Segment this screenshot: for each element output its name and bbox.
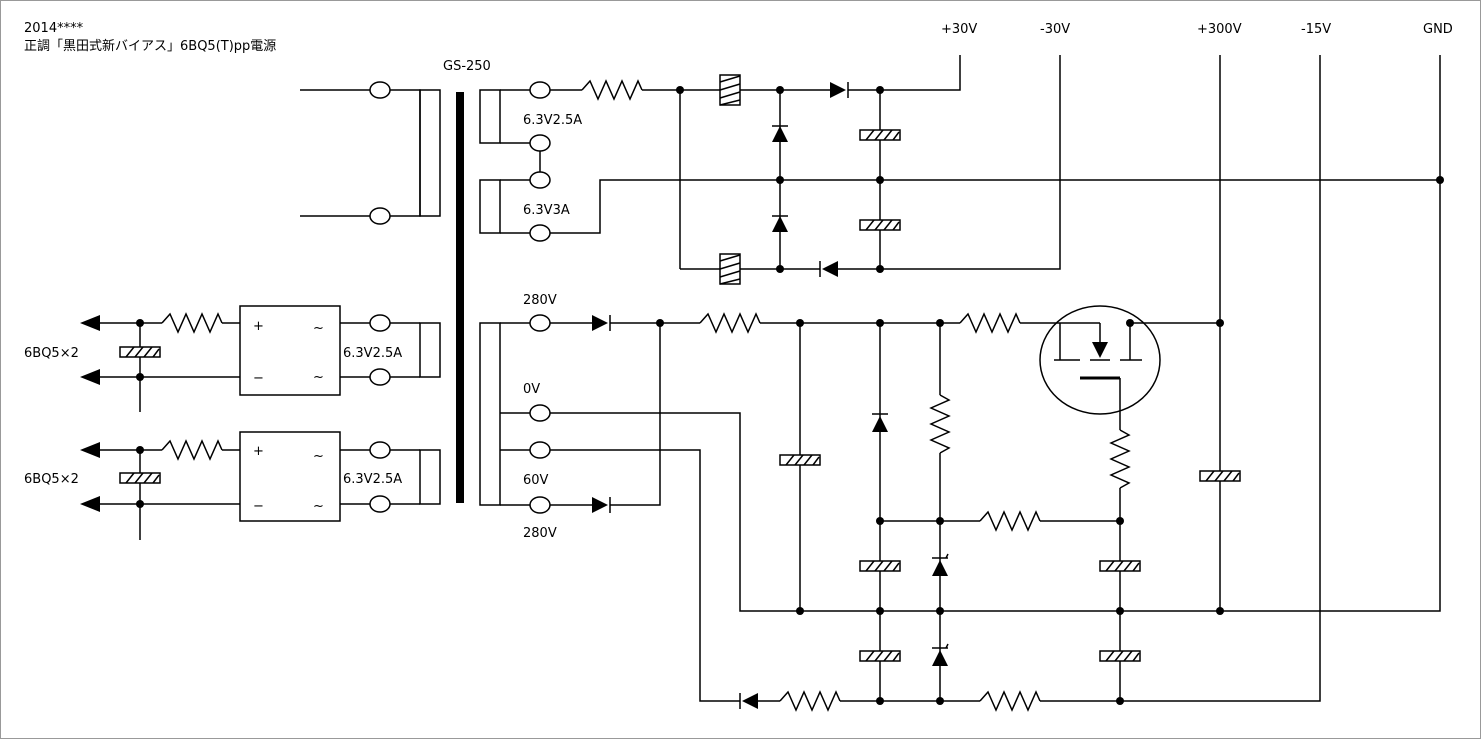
bridge-lower-minus: − bbox=[253, 499, 264, 514]
heater-supply-lower bbox=[80, 431, 441, 540]
winding-bias-label: 60V bbox=[523, 473, 549, 488]
pm30-supply bbox=[550, 74, 1444, 285]
date-label: 2014**** bbox=[24, 21, 84, 36]
winding-ct-label: 0V bbox=[523, 382, 540, 397]
rail-lines bbox=[880, 55, 1441, 702]
bridge-lower-ac1: ~ bbox=[313, 449, 324, 464]
winding-heater-b-label: 6.3V3A bbox=[523, 203, 570, 218]
rail-plus30-label: +30V bbox=[941, 22, 977, 37]
bridge-upper-minus: − bbox=[253, 371, 264, 386]
bridge-lower-ac2: ~ bbox=[313, 499, 324, 514]
winding-hv-top-label: 280V bbox=[523, 293, 557, 308]
load-lower-label: 6BQ5×2 bbox=[24, 472, 79, 487]
bridge-upper-plus: + bbox=[253, 319, 264, 334]
hv-winding bbox=[479, 314, 551, 514]
schematic-title: 正調「黒田式新バイアス」6BQ5(T)pp電源 bbox=[24, 38, 276, 54]
winding-hv-bottom-label: 280V bbox=[523, 526, 557, 541]
winding-heater-a-label: 6.3V2.5A bbox=[523, 113, 582, 128]
rail-minus30-label: -30V bbox=[1040, 22, 1070, 37]
bridge-upper-ac2: ~ bbox=[313, 370, 324, 385]
rail-plus300-label: +300V bbox=[1197, 22, 1242, 37]
bridge-upper-ac1: ~ bbox=[313, 321, 324, 336]
hv-regulator bbox=[550, 305, 1241, 711]
primary-winding bbox=[300, 81, 441, 225]
load-upper-label: 6BQ5×2 bbox=[24, 346, 79, 361]
winding-heater-d-label: 6.3V2.5A bbox=[343, 472, 402, 487]
winding-heater-c-label: 6.3V2.5A bbox=[343, 346, 402, 361]
rail-gnd-label: GND bbox=[1423, 22, 1453, 37]
bridge-lower-plus: + bbox=[253, 444, 264, 459]
rail-minus15-label: -15V bbox=[1301, 22, 1331, 37]
heater-supply-upper bbox=[80, 305, 441, 412]
transformer-label: GS-250 bbox=[443, 59, 491, 74]
